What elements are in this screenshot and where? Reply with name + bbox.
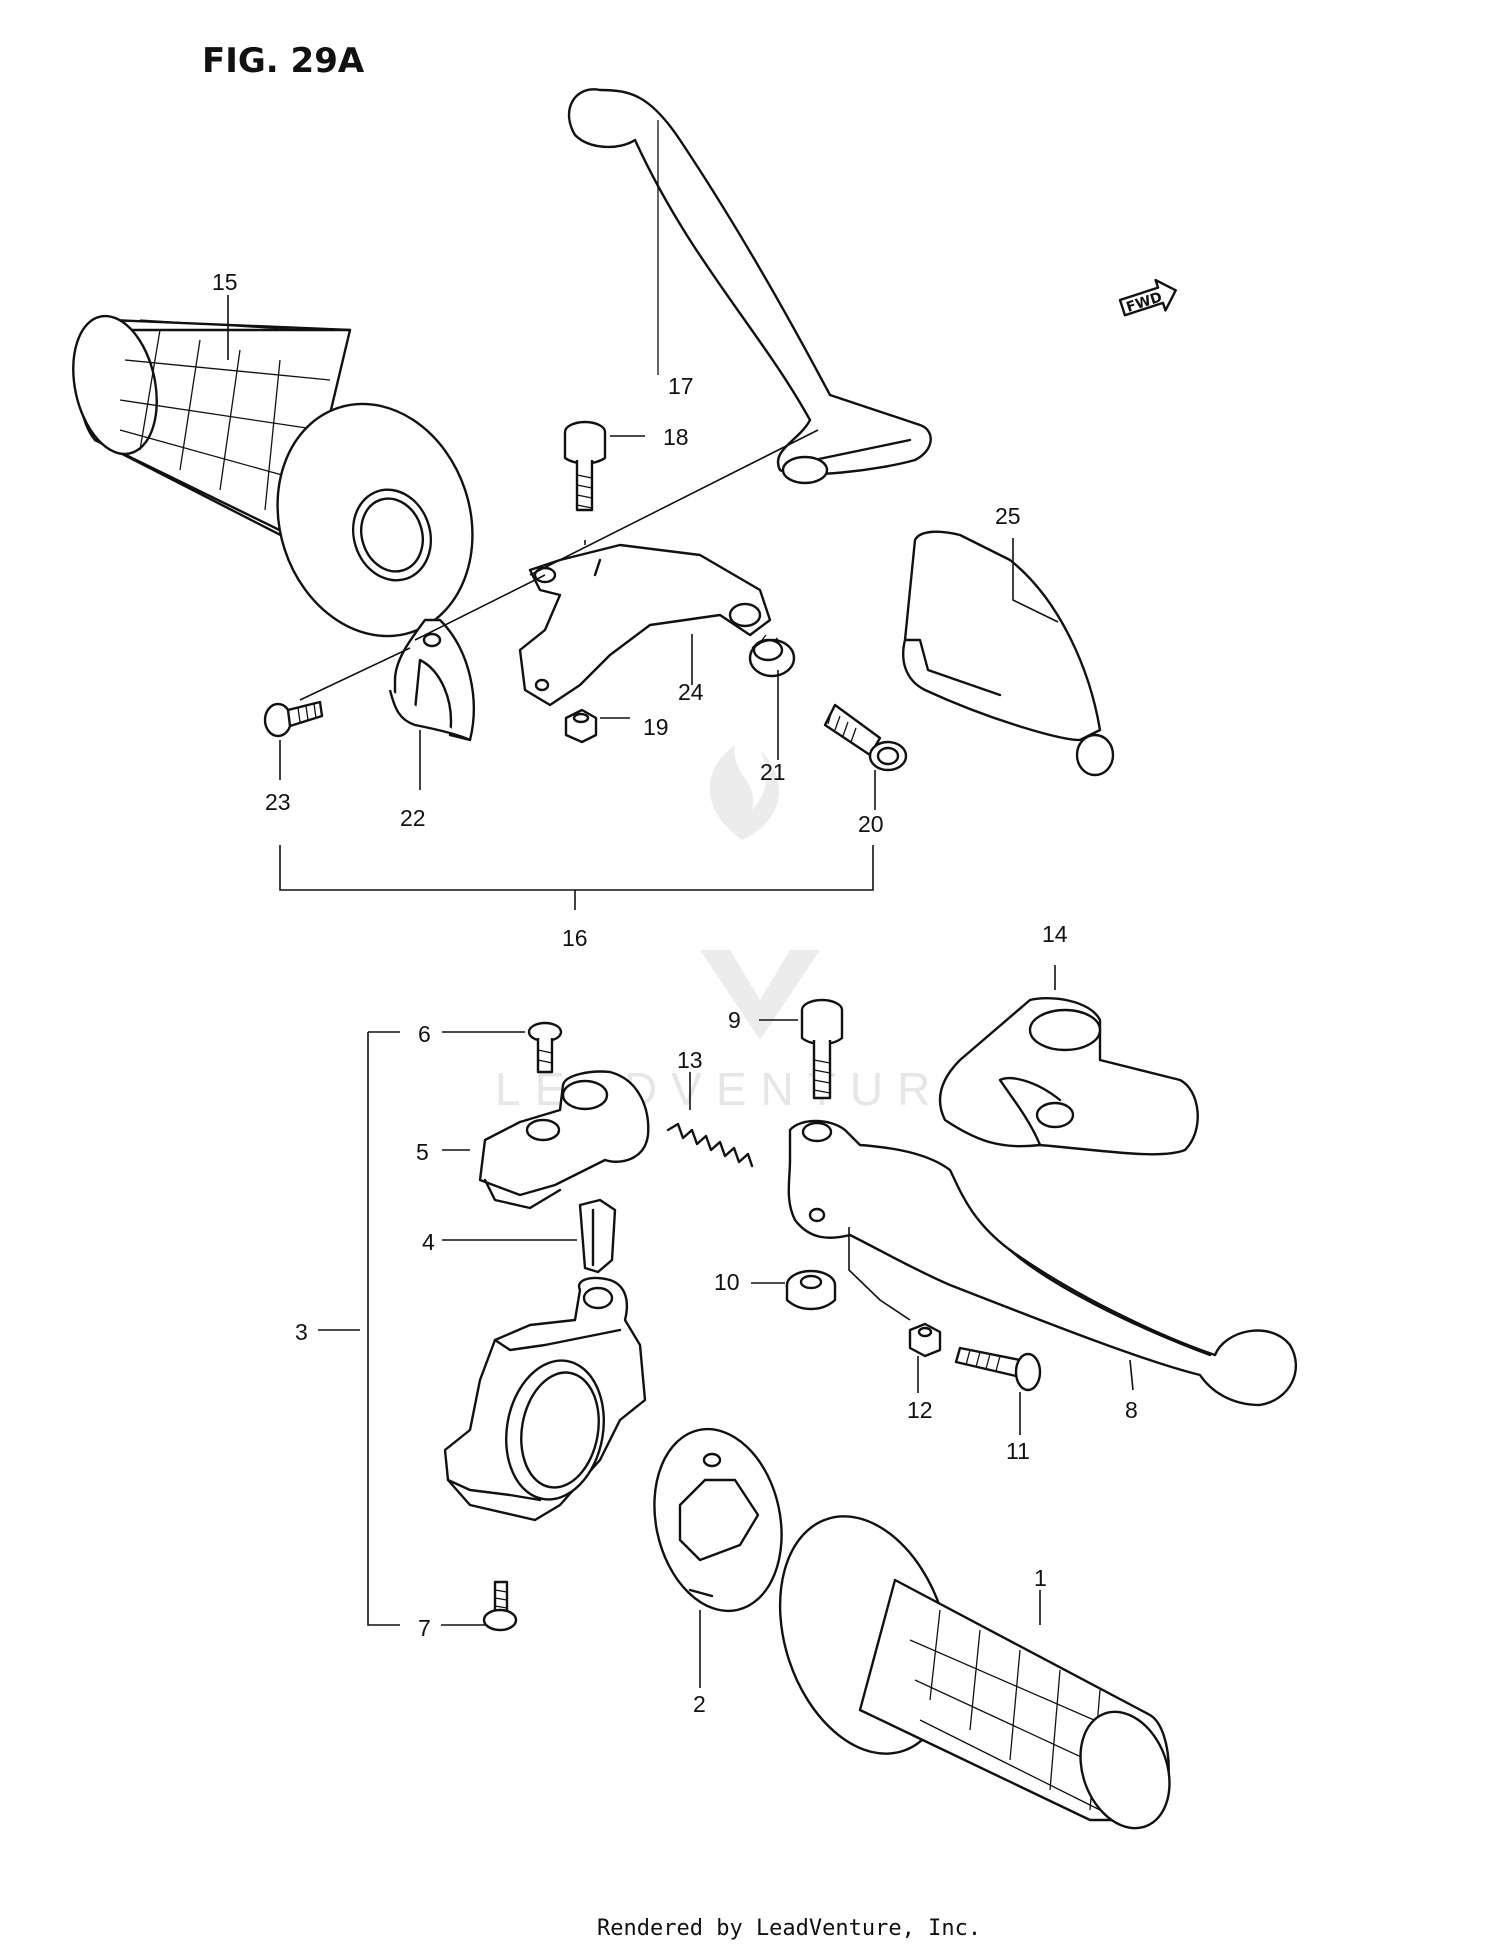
callout-17: 17: [668, 373, 694, 399]
callout-19: 19: [643, 714, 669, 740]
callout-20: 20: [858, 811, 884, 837]
callout-22: 22: [400, 805, 426, 831]
callout-21: 21: [760, 759, 786, 785]
figure-title: FIG. 29A: [202, 41, 365, 81]
callout-16: 16: [562, 925, 588, 951]
part-3-housing: [443, 1276, 647, 1522]
top-leaders: [227, 120, 1059, 910]
callout-1: 1: [1034, 1565, 1047, 1591]
callout-9: 9: [728, 1007, 741, 1033]
part-24-bracket: [518, 543, 772, 707]
callout-23: 23: [265, 789, 291, 815]
callouts: 15 17 18 25 24 19 21 23 22 20 16 14 6 9 …: [212, 269, 1138, 1717]
part-14-cover: [938, 997, 1199, 1156]
part-21-locknut: [748, 634, 796, 678]
part-6-screw: [527, 1021, 563, 1074]
callout-6: 6: [418, 1021, 431, 1047]
part-17-lever: [567, 88, 932, 485]
callout-11: 11: [1006, 1438, 1030, 1464]
callout-4: 4: [422, 1229, 435, 1255]
callout-10: 10: [714, 1269, 740, 1295]
callout-25: 25: [995, 503, 1021, 529]
part-4-insert: [578, 1198, 617, 1274]
callout-3: 3: [295, 1319, 308, 1345]
part-12-nut: [908, 1322, 942, 1358]
callout-5: 5: [416, 1139, 429, 1165]
part-13-spring: [666, 1122, 754, 1168]
part-8-lever: [787, 1119, 1298, 1407]
part-11-bolt: [954, 1346, 1042, 1392]
part-20-adjuster: [823, 703, 908, 772]
part-22-clamp: [388, 618, 475, 742]
callout-18: 18: [663, 424, 689, 450]
callout-15: 15: [212, 269, 238, 295]
part-2-guide: [653, 1427, 783, 1613]
part-18-bolt: [563, 420, 607, 512]
part-23-screw: [263, 700, 324, 738]
part-1-grip: [778, 1515, 1171, 1830]
part-7-screw: [482, 1580, 518, 1632]
footer-credit: Rendered by LeadVenture, Inc.: [597, 1916, 981, 1941]
fwd-label: FWD: [1124, 289, 1164, 316]
part-5-clamp: [478, 1070, 650, 1210]
callout-14: 14: [1042, 921, 1068, 947]
fwd-arrow-icon: FWD: [1118, 278, 1177, 317]
callout-8: 8: [1125, 1397, 1138, 1423]
callout-13: 13: [677, 1047, 703, 1073]
part-25-cover: [902, 530, 1115, 777]
part-19-nut: [564, 708, 598, 744]
bottom-leaders: [318, 965, 1134, 1688]
part-10-nut: [785, 1269, 837, 1311]
callout-12: 12: [907, 1397, 933, 1423]
part-9-bolt: [800, 998, 844, 1100]
callout-24: 24: [678, 679, 704, 705]
part-15-grip: [72, 314, 474, 638]
callout-2: 2: [693, 1691, 706, 1717]
callout-7: 7: [418, 1615, 431, 1641]
